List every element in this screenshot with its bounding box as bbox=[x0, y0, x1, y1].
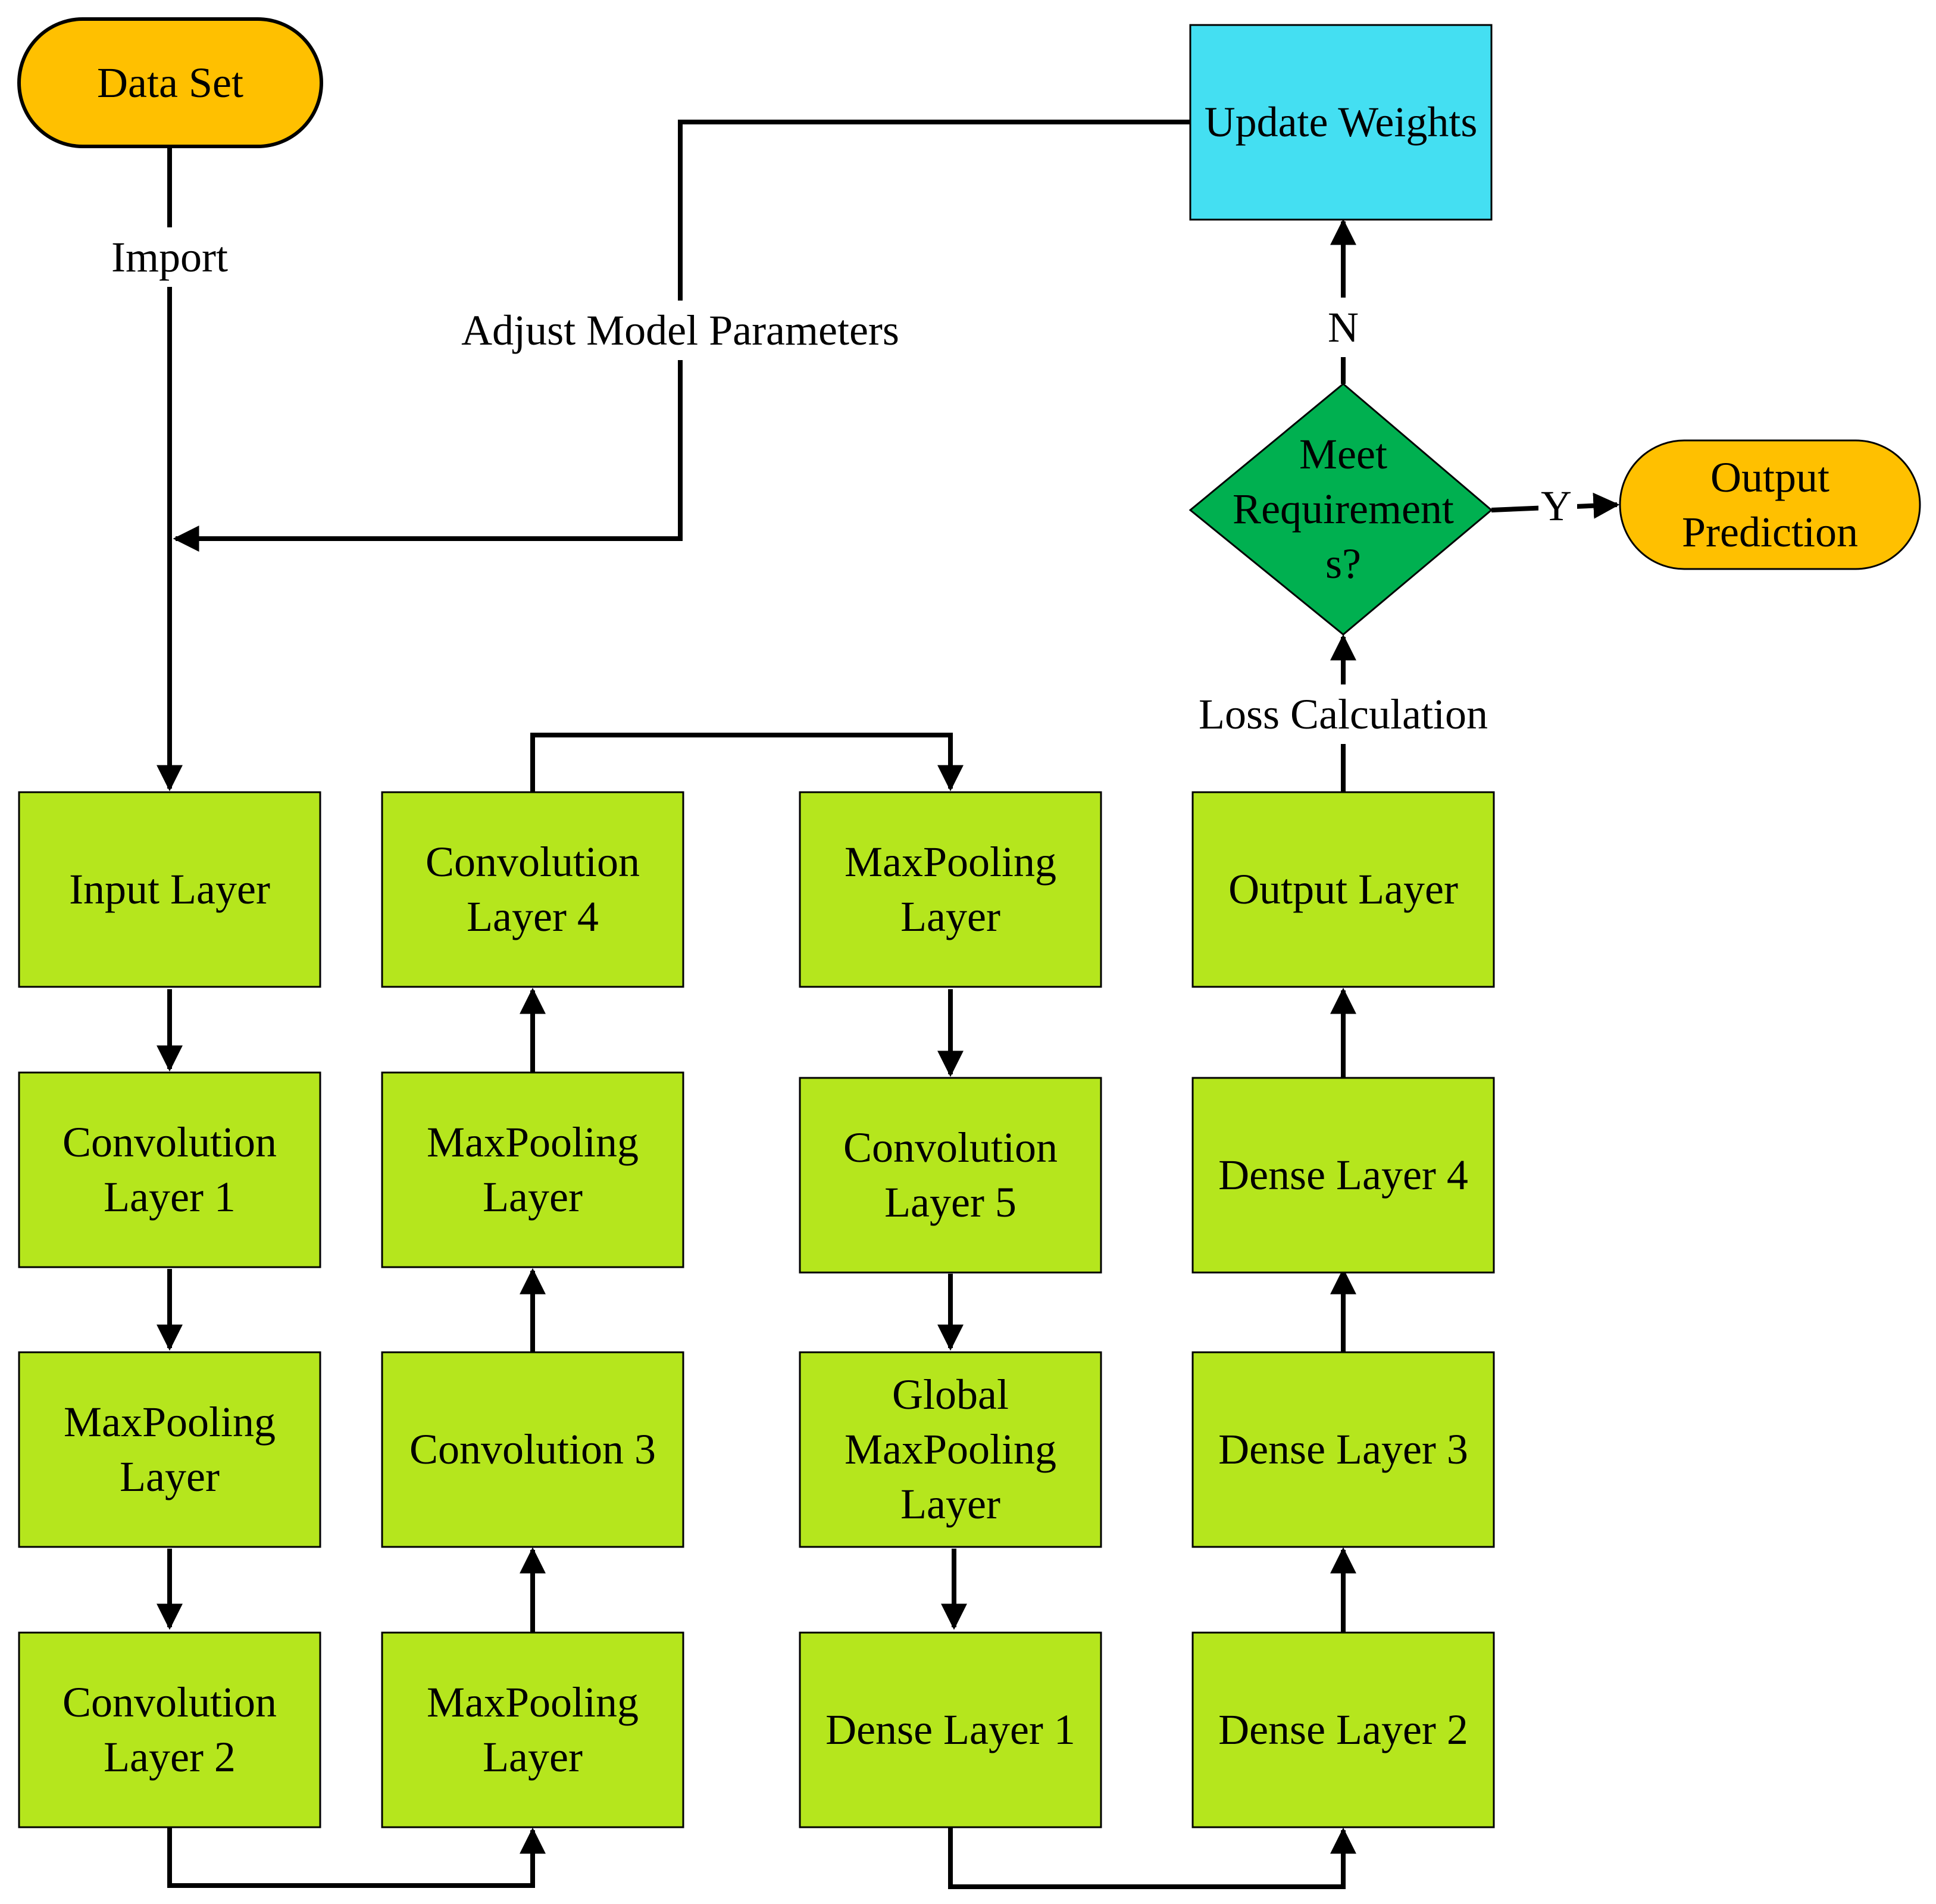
node-text-line: Global bbox=[892, 1371, 1009, 1418]
node-text-line: Layer bbox=[900, 893, 1000, 940]
conv3-box bbox=[381, 1351, 684, 1548]
node-text-line: Dense Layer 4 bbox=[1218, 1151, 1468, 1199]
node-text-line: Layer bbox=[483, 1173, 583, 1221]
node-text-line: MaxPooling bbox=[845, 838, 1056, 886]
node-text-line: Input Layer bbox=[69, 865, 270, 913]
edge-dense1-to-dense2 bbox=[948, 1827, 1356, 1889]
node-text-line: Convolution bbox=[843, 1124, 1058, 1171]
yes-label: Y bbox=[1541, 482, 1572, 530]
maxpool3-box bbox=[381, 1071, 684, 1268]
dense1-box bbox=[799, 1631, 1102, 1828]
node-text-line: Convolution bbox=[62, 1118, 277, 1166]
dense2-box bbox=[1191, 1631, 1495, 1828]
node-text-line: Dense Layer 1 bbox=[825, 1706, 1075, 1753]
update-weights-text: Update Weights bbox=[1205, 98, 1478, 146]
node-text-line: MaxPooling bbox=[427, 1678, 639, 1726]
data-set-terminal bbox=[17, 17, 323, 148]
node-text-line: Requirement bbox=[1233, 485, 1454, 533]
node-text-line: MaxPooling bbox=[845, 1425, 1056, 1473]
edge-labels: Import Adjust Model Parameters N Y Loss … bbox=[104, 227, 1577, 744]
node-text-line: Layer bbox=[900, 1480, 1000, 1528]
dense1-text: Dense Layer 1 bbox=[825, 1706, 1075, 1753]
output-prediction-terminal bbox=[1619, 439, 1921, 570]
node-text-line: Convolution 3 bbox=[409, 1425, 656, 1473]
input-layer-text: Input Layer bbox=[69, 865, 270, 913]
edge-conv4-to-maxpool4 bbox=[530, 733, 964, 792]
output-layer-text: Output Layer bbox=[1228, 865, 1458, 913]
dense2-text: Dense Layer 2 bbox=[1218, 1706, 1468, 1753]
adjust-parameters-label: Adjust Model Parameters bbox=[461, 307, 899, 354]
dense4-box bbox=[1191, 1077, 1495, 1274]
no-label: N bbox=[1328, 304, 1359, 351]
connectors bbox=[157, 120, 1620, 1889]
node-text-line: MaxPooling bbox=[64, 1398, 276, 1446]
maxpool2-box bbox=[381, 1631, 684, 1828]
node-text-line: Layer 4 bbox=[467, 893, 599, 940]
edge-conv2-to-maxpool2 bbox=[167, 1827, 546, 1888]
input-layer-box bbox=[18, 791, 321, 988]
maxpool4-box bbox=[799, 791, 1102, 988]
node-text-line: Output bbox=[1710, 454, 1829, 501]
output-layer-box bbox=[1191, 791, 1495, 988]
node-text-line: Meet bbox=[1299, 430, 1387, 478]
node-text-line: Convolution bbox=[62, 1678, 277, 1726]
conv2-box bbox=[18, 1631, 321, 1828]
data-set-text: Data Set bbox=[97, 59, 243, 107]
conv1-box bbox=[18, 1071, 321, 1268]
conv4-box bbox=[381, 791, 684, 988]
node-text-line: Dense Layer 3 bbox=[1218, 1425, 1468, 1473]
node-text-line: Dense Layer 2 bbox=[1218, 1706, 1468, 1753]
node-text-line: Output Layer bbox=[1228, 865, 1458, 913]
import-label: Import bbox=[111, 233, 228, 281]
node-text-line: Layer bbox=[483, 1733, 583, 1781]
conv5-box bbox=[799, 1077, 1102, 1274]
node-text-line: Layer 2 bbox=[104, 1733, 236, 1781]
maxpool1-box bbox=[18, 1351, 321, 1548]
node-text-line: Layer 1 bbox=[104, 1173, 236, 1221]
node-text-line: Layer 5 bbox=[884, 1178, 1017, 1226]
node-text-line: Prediction bbox=[1682, 508, 1858, 556]
node-text-line: Data Set bbox=[97, 59, 243, 107]
global-maxpool-box bbox=[799, 1351, 1102, 1548]
conv3-text: Convolution 3 bbox=[409, 1425, 656, 1473]
meet-requirements-diamond bbox=[1189, 383, 1493, 636]
node-text-line: s? bbox=[1325, 540, 1361, 587]
node-text-line: Update Weights bbox=[1205, 98, 1478, 146]
update-weights-box bbox=[1189, 24, 1493, 221]
node-text-line: MaxPooling bbox=[427, 1118, 639, 1166]
node-text-line: Convolution bbox=[426, 838, 640, 886]
dense4-text: Dense Layer 4 bbox=[1218, 1151, 1468, 1199]
node-text-line: Layer bbox=[120, 1453, 220, 1500]
loss-calculation-label: Loss Calculation bbox=[1199, 690, 1488, 738]
dense3-box bbox=[1191, 1351, 1495, 1548]
dense3-text: Dense Layer 3 bbox=[1218, 1425, 1468, 1473]
